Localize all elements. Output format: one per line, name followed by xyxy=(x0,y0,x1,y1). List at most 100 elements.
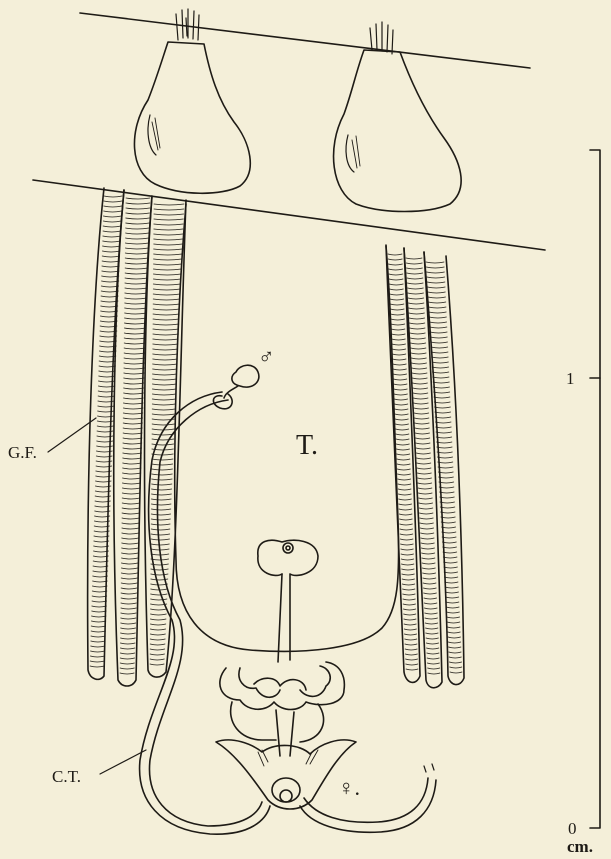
filament-stripe xyxy=(434,402,450,403)
filament-stripe xyxy=(101,306,118,307)
filament-stripe xyxy=(91,651,105,652)
filament-stripe xyxy=(125,263,148,264)
filament-stripe xyxy=(150,664,164,665)
filament-stripe xyxy=(154,224,183,225)
filament-stripe xyxy=(415,433,429,434)
filament-stripe xyxy=(126,223,150,224)
filament-stripe xyxy=(123,418,142,419)
filament-stripe xyxy=(449,652,461,653)
filament-stripe xyxy=(121,573,137,574)
filament-stripe xyxy=(416,448,430,449)
filament-stripe xyxy=(151,499,171,500)
filament-stripe xyxy=(402,579,414,580)
filament-stripe xyxy=(424,598,437,599)
filament-stripe xyxy=(121,613,136,614)
filament-stripe xyxy=(92,591,107,592)
filament-stripe xyxy=(448,637,461,638)
filament-stripe xyxy=(406,659,418,660)
filament-stripe xyxy=(151,529,170,530)
filament-stripe xyxy=(151,614,167,615)
filament-stripe xyxy=(402,584,414,585)
filament-stripe xyxy=(91,626,105,627)
filament-stripe xyxy=(151,544,169,545)
filament-stripe xyxy=(152,394,175,395)
filament-stripe xyxy=(409,318,424,319)
filament-stripe xyxy=(123,453,142,454)
filament-stripe xyxy=(436,432,452,433)
filament-stripe xyxy=(101,291,118,292)
filament-stripe xyxy=(153,274,181,275)
filament-stripe xyxy=(124,383,144,384)
filament-stripe xyxy=(95,516,110,517)
female-duct-broken-end xyxy=(424,764,434,772)
filament-stripe xyxy=(152,469,173,470)
filament-stripe xyxy=(150,644,165,645)
filament-stripe xyxy=(405,654,417,655)
filament-stripe xyxy=(417,473,431,474)
filament-stripe xyxy=(98,386,114,387)
filament-stripe xyxy=(153,379,177,380)
filament-stripe xyxy=(124,323,145,324)
filament-stripe xyxy=(152,459,173,460)
filament-stripe xyxy=(97,426,113,427)
filament-stripe xyxy=(94,541,109,542)
filament-stripe xyxy=(121,593,137,594)
filament-stripe xyxy=(122,493,140,494)
label-gill-filaments: G.F. xyxy=(8,443,37,462)
filament-stripe xyxy=(151,534,170,535)
filament-stripe xyxy=(153,369,177,370)
filament-stripe xyxy=(91,646,105,647)
filament-stripe xyxy=(429,307,446,308)
filament-stripe xyxy=(424,603,437,604)
filament-stripe xyxy=(93,561,108,562)
label-coiled-tube: C.T. xyxy=(52,767,81,786)
filament-stripe xyxy=(394,389,407,390)
filament-stripe xyxy=(124,378,144,379)
filament-stripe xyxy=(152,494,172,495)
filament-stripe xyxy=(430,337,447,338)
filament-stripe xyxy=(404,624,416,625)
filament-stripe xyxy=(150,619,166,620)
filament-stripe xyxy=(414,418,429,419)
filament-stripe xyxy=(92,616,107,617)
filament-stripe xyxy=(407,278,423,279)
filament-stripe xyxy=(151,509,170,510)
filament-stripe xyxy=(97,431,113,432)
filament-stripe xyxy=(123,448,142,449)
filament-stripe xyxy=(399,499,412,500)
filament-stripe xyxy=(92,596,107,597)
filament-stripe xyxy=(417,468,431,469)
filament-stripe xyxy=(154,204,184,205)
filament-stripe xyxy=(125,278,147,279)
filament-stripe xyxy=(122,533,139,534)
filament-stripe xyxy=(153,359,178,360)
filament-stripe xyxy=(398,479,411,480)
filament-stripe xyxy=(91,641,105,642)
filament-stripe xyxy=(103,226,121,227)
filament-stripe xyxy=(151,519,170,520)
filament-stripe xyxy=(391,324,405,325)
filament-stripe xyxy=(101,311,118,312)
filament-stripe xyxy=(104,196,122,197)
filament-stripe xyxy=(397,454,410,455)
filament-stripe xyxy=(426,638,438,639)
filament-stripe xyxy=(121,598,137,599)
filament-stripe xyxy=(389,274,403,275)
filament-stripe xyxy=(396,429,409,430)
filament-stripe xyxy=(417,463,431,464)
filament-stripe xyxy=(401,564,414,565)
filament-stripe xyxy=(422,558,435,559)
filament-stripe xyxy=(441,517,455,518)
filament-stripe xyxy=(150,659,164,660)
filament-stripe xyxy=(102,266,119,267)
filament-stripe xyxy=(150,649,165,650)
filament-stripe xyxy=(414,413,429,414)
filament-stripe xyxy=(96,456,112,457)
filament-stripe xyxy=(389,284,403,285)
filament-stripe xyxy=(154,254,182,255)
filament-stripe xyxy=(403,609,415,610)
filament-stripe xyxy=(405,644,417,645)
filament-stripe xyxy=(150,634,165,635)
filament-stripe xyxy=(101,286,118,287)
filament-stripe xyxy=(409,313,425,314)
